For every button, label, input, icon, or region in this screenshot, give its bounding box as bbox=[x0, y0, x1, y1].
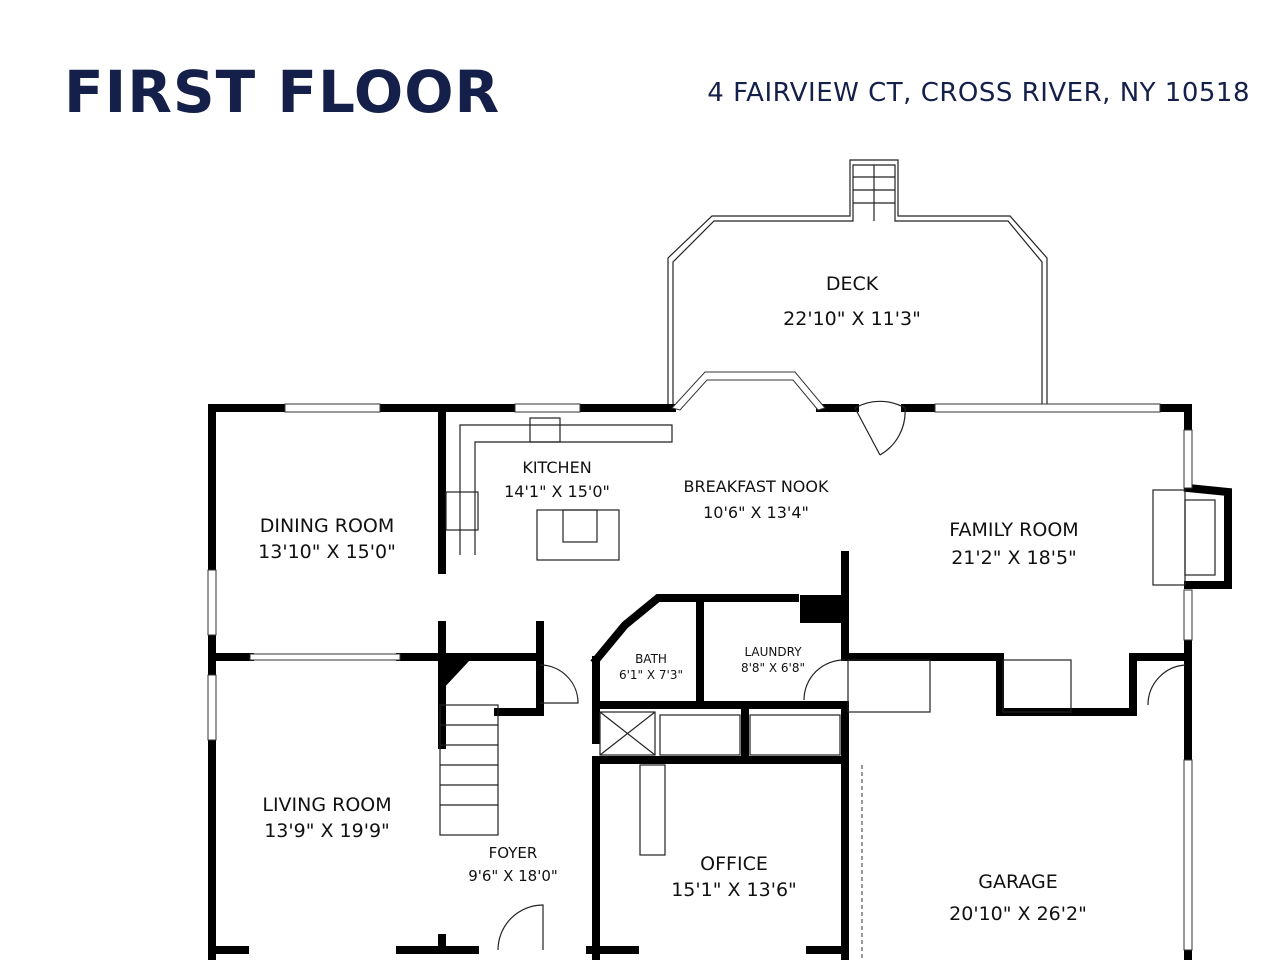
laundry-dims: 8'8" X 6'8" bbox=[741, 661, 805, 675]
kitchen-label: KITCHEN bbox=[522, 458, 591, 477]
dining-room-label: DINING ROOM bbox=[260, 515, 395, 537]
breakfast-nook-dims: 10'6" X 13'4" bbox=[703, 503, 809, 522]
page-title: FIRST FLOOR bbox=[64, 58, 501, 126]
family-room-label: FAMILY ROOM bbox=[949, 519, 1078, 541]
bath-dims: 6'1" X 7'3" bbox=[619, 668, 683, 682]
bath-label: BATH bbox=[635, 652, 667, 666]
breakfast-nook-label: BREAKFAST NOOK bbox=[684, 477, 829, 496]
foyer-label: FOYER bbox=[489, 844, 538, 862]
laundry-label: LAUNDRY bbox=[744, 645, 802, 659]
property-address: 4 FAIRVIEW CT, CROSS RIVER, NY 10518 bbox=[707, 78, 1250, 108]
garage-dims: 20'10" X 26'2" bbox=[949, 903, 1087, 925]
foyer-dims: 9'6" X 18'0" bbox=[468, 867, 558, 885]
family-room-dims: 21'2" X 18'5" bbox=[951, 547, 1077, 569]
dining-room-dims: 13'10" X 15'0" bbox=[258, 541, 396, 563]
kitchen-dims: 14'1" X 15'0" bbox=[504, 482, 610, 501]
windows bbox=[207, 371, 1193, 951]
office-label: OFFICE bbox=[700, 853, 768, 875]
living-room-dims: 13'9" X 19'9" bbox=[264, 820, 390, 842]
fixtures bbox=[439, 400, 1216, 960]
garage-label: GARAGE bbox=[978, 871, 1058, 893]
room-labels: DECK 22'10" X 11'3" KITCHEN 14'1" X 15'0… bbox=[258, 273, 1087, 925]
office-dims: 15'1" X 13'6" bbox=[671, 879, 797, 901]
living-room-label: LIVING ROOM bbox=[262, 794, 391, 816]
deck-dims: 22'10" X 11'3" bbox=[783, 308, 921, 330]
deck-outline bbox=[667, 159, 1048, 408]
deck-label: DECK bbox=[826, 273, 879, 295]
walls bbox=[208, 404, 1232, 960]
